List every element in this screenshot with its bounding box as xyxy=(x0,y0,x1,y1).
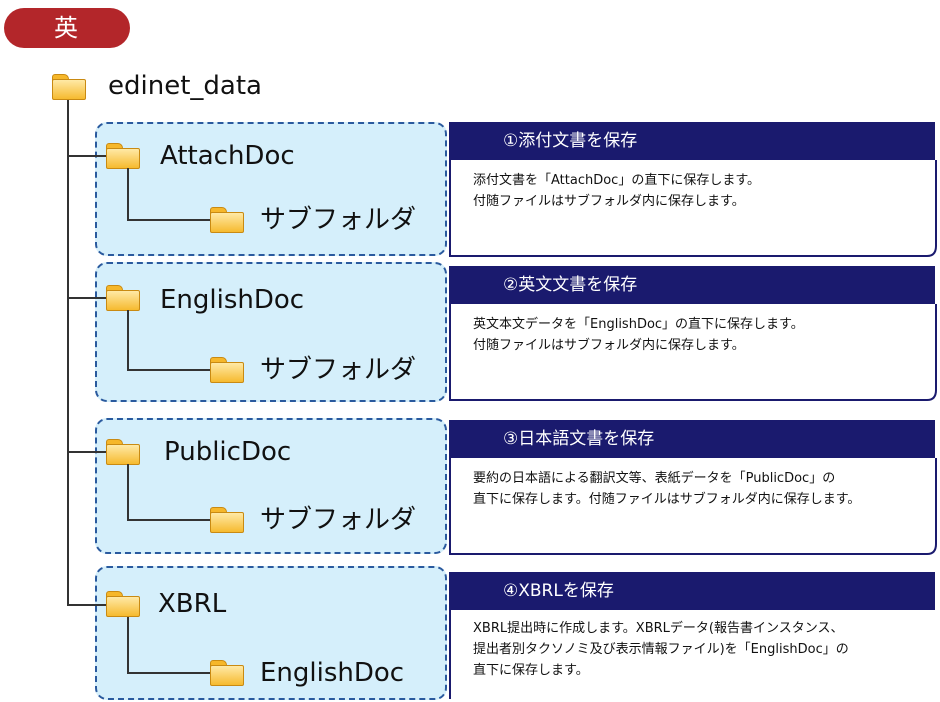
panel-title: ③日本語文書を保存 xyxy=(503,429,655,449)
panel-title: ④XBRLを保存 xyxy=(503,581,614,601)
folder-label-publicdoc: PublicDoc xyxy=(164,437,292,467)
subfolder-label: サブフォルダ xyxy=(260,205,417,235)
panel-englishdoc: ②英文文書を保存 英文本文データを「EnglishDoc」の直下に保存します。 … xyxy=(449,266,937,403)
folder-icon xyxy=(210,357,244,383)
tree-branch xyxy=(127,369,211,371)
folder-label-attachdoc: AttachDoc xyxy=(160,141,295,171)
panel-text-line: 付随ファイルはサブフォルダ内に保存します。 xyxy=(473,338,745,353)
tree-branch xyxy=(67,604,107,606)
folder-icon xyxy=(210,507,244,533)
panel-text: 英文本文データを「EnglishDoc」の直下に保存します。 付随ファイルはサブ… xyxy=(473,314,933,356)
subfolder-label: サブフォルダ xyxy=(260,505,417,535)
folder-icon xyxy=(106,591,140,617)
subtree-line xyxy=(127,464,129,520)
tree-branch xyxy=(127,219,211,221)
panel-text-line: 英文本文データを「EnglishDoc」の直下に保存します。 xyxy=(473,317,804,332)
panel-text: 添付文書を「AttachDoc」の直下に保存します。 付随ファイルはサブフォルダ… xyxy=(473,170,933,212)
tree-branch xyxy=(67,155,107,157)
panel-frame xyxy=(449,572,935,699)
folder-icon xyxy=(106,439,140,465)
panel-title: ②英文文書を保存 xyxy=(503,275,638,295)
panel-text-line: 付随ファイルはサブフォルダ内に保存します。 xyxy=(473,194,745,209)
folder-icon xyxy=(106,285,140,311)
subtree-line xyxy=(127,310,129,370)
root-folder-label: edinet_data xyxy=(108,71,262,101)
panel-text-line: 提出者別タクソノミ及び表示情報ファイル)を「EnglishDoc」の xyxy=(473,642,849,657)
panel-text-line: 要約の日本語による翻訳文等、表紙データを「PublicDoc」の xyxy=(473,471,836,486)
panel-text-line: 直下に保存します。付随ファイルはサブフォルダ内に保存します。 xyxy=(473,492,861,507)
folder-icon xyxy=(52,74,86,100)
panel-text: XBRL提出時に作成します。XBRLデータ(報告書インスタンス、 提出者別タクソ… xyxy=(473,618,933,681)
group-englishdoc xyxy=(95,262,447,402)
group-xbrl xyxy=(95,566,447,700)
panel-frame xyxy=(449,420,937,555)
panel-title: ①添付文書を保存 xyxy=(503,131,638,151)
panel-text-line: 添付文書を「AttachDoc」の直下に保存します。 xyxy=(473,173,761,188)
tree-branch xyxy=(67,451,107,453)
folder-icon xyxy=(210,660,244,686)
folder-label-xbrl: XBRL xyxy=(158,589,227,619)
tree-branch xyxy=(67,297,107,299)
folder-icon xyxy=(106,143,140,169)
subtree-line xyxy=(127,617,129,673)
panel-publicdoc: ③日本語文書を保存 要約の日本語による翻訳文等、表紙データを「PublicDoc… xyxy=(449,420,937,557)
tree-branch xyxy=(127,519,211,521)
panel-attachdoc: ①添付文書を保存 添付文書を「AttachDoc」の直下に保存します。 付随ファ… xyxy=(449,122,937,259)
group-attachdoc xyxy=(95,122,447,256)
panel-text: 要約の日本語による翻訳文等、表紙データを「PublicDoc」の 直下に保存しま… xyxy=(473,468,933,510)
subtree-line xyxy=(127,168,129,220)
panel-text-line: 直下に保存します。 xyxy=(473,663,589,678)
panel-frame xyxy=(449,266,937,401)
subfolder-label: サブフォルダ xyxy=(260,355,417,385)
folder-icon xyxy=(210,207,244,233)
tree-branch xyxy=(127,672,211,674)
panel-text-line: XBRL提出時に作成します。XBRLデータ(報告書インスタンス、 xyxy=(473,621,844,636)
group-publicdoc xyxy=(95,418,447,554)
panel-frame xyxy=(449,122,937,257)
panel-xbrl: ④XBRLを保存 XBRL提出時に作成します。XBRLデータ(報告書インスタンス… xyxy=(449,572,937,700)
folder-label-englishdoc: EnglishDoc xyxy=(160,285,305,315)
tree-trunk xyxy=(67,100,69,606)
header-badge: 英 語 xyxy=(4,8,130,82)
subfolder-label: EnglishDoc xyxy=(260,658,405,688)
